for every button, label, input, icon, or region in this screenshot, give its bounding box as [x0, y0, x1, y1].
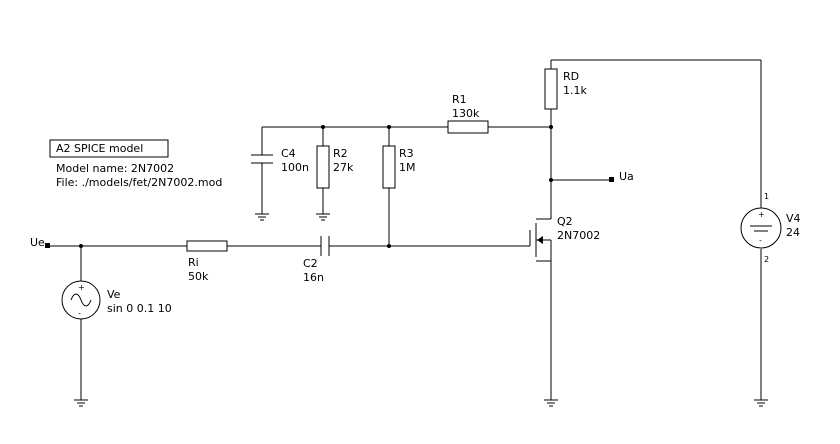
r3-value: 1M: [399, 161, 416, 174]
v4-value: 24: [786, 226, 800, 239]
spice-model-block[interactable]: A2 SPICE model Model name: 2N7002 File: …: [49, 139, 222, 189]
r2-name: R2: [333, 147, 348, 160]
port-ua-label: Ua: [619, 170, 634, 183]
q2-name: Q2: [557, 215, 573, 228]
v4-pin2: 2: [764, 255, 769, 264]
spice-model-file: File: ./models/fet/2N7002.mod: [56, 176, 222, 189]
ri-value: 50k: [188, 270, 209, 283]
v4-pin1: 1: [764, 192, 769, 201]
port-ua[interactable]: Ua: [609, 170, 634, 183]
junction: [549, 125, 553, 129]
resistor-r1[interactable]: R1 130k: [447, 93, 489, 134]
ac-source-ve[interactable]: + - Ve sin 0 0.1 10: [61, 280, 172, 320]
junction: [321, 125, 325, 129]
v4-plus: +: [758, 210, 765, 219]
resistor-r3[interactable]: R3 1M: [382, 145, 416, 189]
capacitor-c4[interactable]: C4 100n: [251, 147, 309, 174]
resistor-ri[interactable]: Ri 50k: [186, 240, 228, 283]
c4-name: C4: [281, 147, 296, 160]
ve-value: sin 0 0.1 10: [107, 302, 172, 315]
ve-plus: +: [78, 283, 85, 292]
ground-icon: [316, 213, 330, 221]
q2-value: 2N7002: [557, 229, 600, 242]
c4-value: 100n: [281, 161, 309, 174]
r1-name: R1: [452, 93, 467, 106]
spice-model-title: A2 SPICE model: [56, 142, 143, 155]
wires: [48, 59, 762, 400]
ground-icon: [255, 213, 269, 221]
junction: [549, 178, 553, 182]
junction: [387, 125, 391, 129]
r3-name: R3: [399, 147, 414, 160]
rd-value: 1.1k: [563, 84, 587, 97]
r2-value: 27k: [333, 161, 354, 174]
resistor-r2[interactable]: R2 27k: [316, 145, 354, 189]
ground-icon: [544, 399, 558, 407]
r1-value: 130k: [452, 107, 480, 120]
capacitor-c2[interactable]: C2 16n: [303, 236, 330, 284]
arrow-icon: [537, 236, 543, 244]
junction: [79, 244, 83, 248]
v4-minus: -: [759, 236, 762, 245]
dc-source-v4[interactable]: + - 1 2 V4 24: [740, 192, 801, 264]
spice-model-name: Model name: 2N7002: [56, 162, 174, 175]
rd-name: RD: [563, 70, 579, 83]
ve-minus: -: [78, 309, 81, 318]
c2-value: 16n: [303, 271, 324, 284]
port-ue[interactable]: Ue: [30, 236, 50, 249]
ve-name: Ve: [107, 288, 121, 301]
junction: [387, 244, 391, 248]
resistor-rd[interactable]: RD 1.1k: [544, 68, 587, 110]
port-ue-label: Ue: [30, 236, 45, 249]
junctions: [79, 125, 553, 248]
mosfet-q2[interactable]: Q2 2N7002: [529, 215, 600, 262]
ri-name: Ri: [188, 256, 199, 269]
v4-name: V4: [786, 212, 801, 225]
sine-wave-icon: [70, 293, 92, 307]
ground-icon: [754, 399, 768, 407]
c2-name: C2: [303, 257, 318, 270]
ground-icon: [74, 399, 88, 407]
